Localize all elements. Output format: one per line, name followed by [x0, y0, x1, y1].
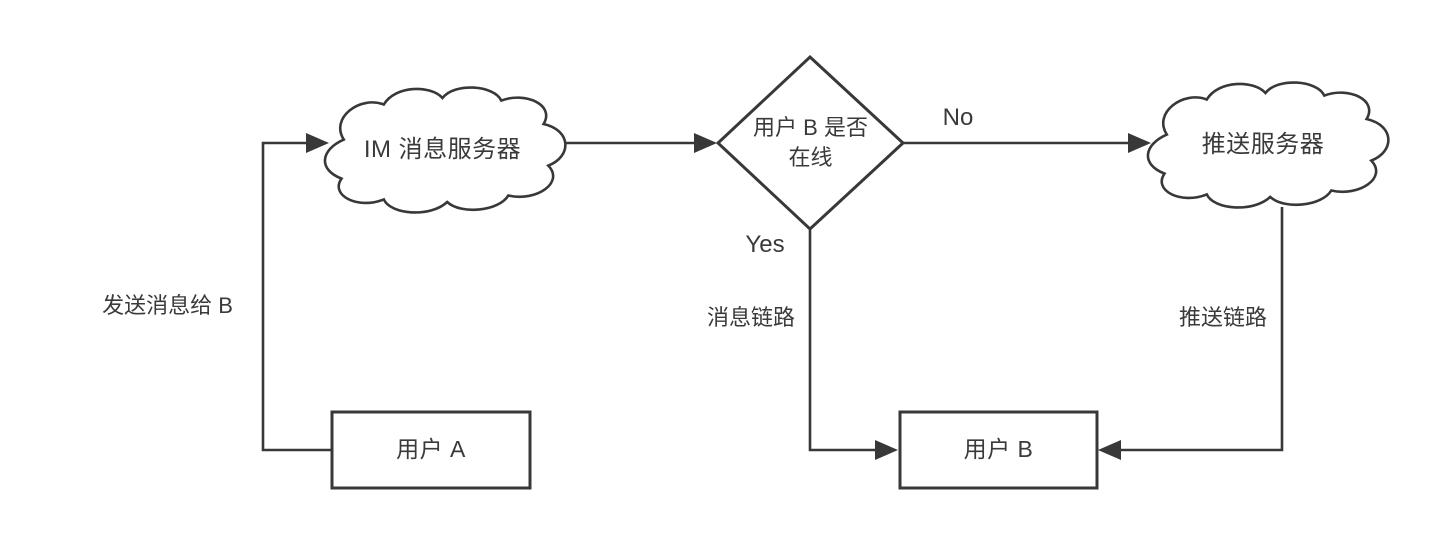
arrowhead-into-decision [694, 133, 717, 153]
arrowhead-into-user-b-left [875, 440, 898, 460]
no-branch-label: No [942, 103, 974, 131]
edge-decision-to-user-b [808, 229, 877, 452]
edge-user-a-to-im-server [261, 141, 332, 452]
im-server-node-label: IM 消息服务器 [363, 135, 522, 163]
yes-branch-label: Yes [745, 230, 785, 258]
user-a-node-label: 用户 A [396, 436, 466, 463]
user-b-box [898, 410, 1099, 490]
push-server-node-label: 推送服务器 [1201, 130, 1325, 158]
im-server-cloud-shape [323, 86, 567, 214]
send-message-edge-label: 发送消息给 B [102, 293, 233, 319]
edge-push-server-to-user-b [1121, 207, 1284, 452]
arrowhead-into-user-b-right [1098, 440, 1121, 460]
arrowhead-into-im-server [306, 133, 329, 153]
message-link-edge-label: 消息链路 [706, 305, 795, 331]
decision-diamond-shape [715, 54, 906, 232]
decision-node-label: 用户 B 是否 在线 [753, 115, 868, 170]
user-a-box [330, 410, 532, 490]
push-link-edge-label: 推送链路 [1178, 305, 1267, 331]
user-b-node-label: 用户 B [963, 436, 1034, 463]
arrowhead-into-push-server [1128, 133, 1151, 153]
push-server-cloud-shape [1146, 81, 1390, 209]
